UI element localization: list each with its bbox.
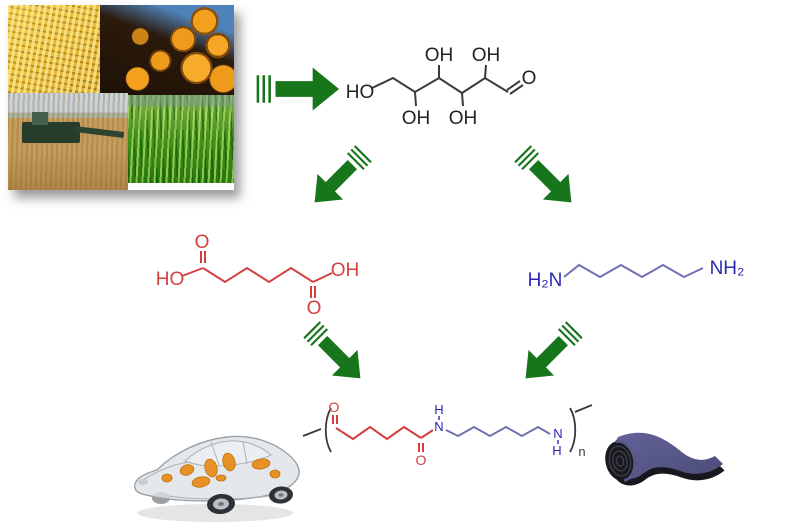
- adipic-o-bottom-label: O: [307, 298, 322, 318]
- nylon-amide-n-label: N: [434, 419, 443, 434]
- car-rear-wheel: [269, 486, 293, 504]
- grass-photo: [128, 95, 234, 183]
- nylon-right-n-label: N: [553, 426, 562, 441]
- car-orange-plastic-parts: [161, 452, 281, 488]
- glucose-structure: HO OH OH OH OH O: [346, 45, 537, 129]
- adipic-oh-label: OH: [331, 260, 360, 281]
- arrow-diamine-to-nylon-icon: [508, 312, 593, 397]
- diamine-h2n-label: H₂N: [528, 270, 563, 291]
- arrow-adipic-to-nylon-icon: [294, 312, 379, 397]
- nylon-nh-bonds: [438, 416, 559, 444]
- nylon-amide-h-label: H: [434, 402, 443, 417]
- combine-harvester-shape: [22, 122, 80, 144]
- glucose-oh-label: OH: [402, 108, 431, 129]
- glucose-aldehyde-o-label: O: [522, 68, 537, 89]
- carpet-rolled-end: [605, 439, 637, 483]
- wood-logs-photo: [100, 5, 234, 95]
- glucose-oh-label: OH: [425, 45, 454, 66]
- diamine-bonds: [563, 263, 704, 279]
- nylon-diamine-bonds: [445, 425, 551, 438]
- arrow-glucose-to-adipic-icon: [297, 136, 382, 221]
- biomass-photo-collage: [8, 5, 234, 190]
- nylon-right-h-label: H: [552, 443, 561, 458]
- glucose-bonds: [371, 64, 524, 107]
- nylon-66-structure: O O H N N H n: [302, 399, 593, 468]
- car-headlight: [138, 479, 148, 485]
- glucose-ho-label: HO: [346, 82, 375, 103]
- harvester-auger-shape: [73, 125, 125, 138]
- diamine-nh2-label: NH₂: [710, 258, 745, 279]
- adipic-bonds: [181, 251, 333, 298]
- nylon-o-top-label: O: [329, 399, 340, 415]
- adipic-acid-structure: HO O O OH: [156, 232, 360, 318]
- car-illustration: [134, 435, 300, 522]
- carpet-surface: [610, 432, 723, 479]
- nylon-o-bottom-label: O: [416, 452, 427, 468]
- harvester-cab-shape: [32, 112, 48, 125]
- adipic-ho-label: HO: [156, 269, 185, 290]
- carpet-roll-illustration: [605, 432, 725, 486]
- arrow-glucose-to-diamine-icon: [505, 136, 590, 221]
- car-front-wheel: [207, 493, 235, 515]
- arrow-biomass-to-glucose-icon: [254, 61, 342, 117]
- glucose-oh-label: OH: [472, 45, 501, 66]
- harvester-photo: [8, 93, 128, 190]
- hexamethylenediamine-structure: H₂N NH₂: [528, 258, 745, 291]
- nylon-repeat-n-label: n: [578, 444, 585, 459]
- nylon-parentheses: [302, 404, 593, 453]
- corn-photo: [8, 5, 100, 93]
- adipic-o-top-label: O: [195, 232, 210, 253]
- nylon-adipoyl-bonds: [332, 415, 434, 452]
- glucose-oh-label: OH: [449, 108, 478, 129]
